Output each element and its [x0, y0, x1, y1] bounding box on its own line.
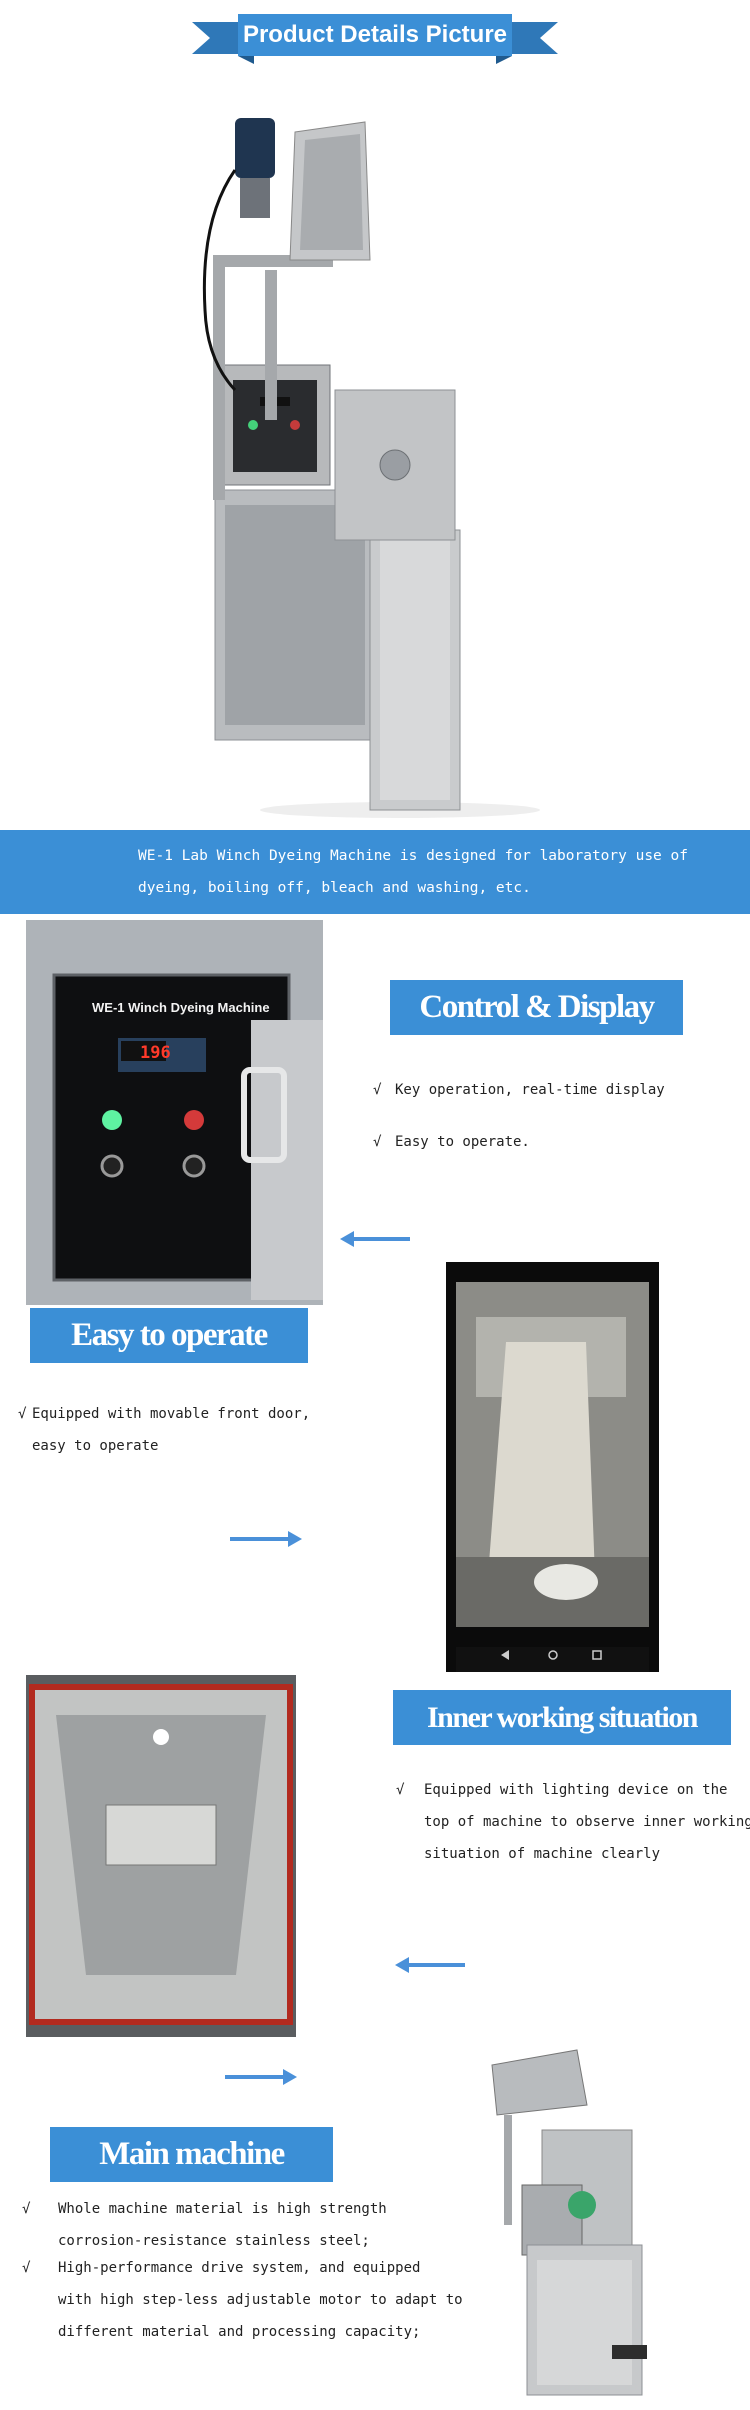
main-line: different material and processing capaci… [58, 2324, 421, 2340]
inner-line: Equipped with lighting device on the [424, 1782, 728, 1798]
check-icon: √ [373, 1082, 382, 1098]
title-ribbon: Product Details Picture [192, 6, 558, 64]
control-panel-photo: WE-1 Winch Dyeing Machine 196 [26, 920, 323, 1305]
arrow-right-icon [230, 1530, 302, 1548]
main-line: High-performance drive system, and equip… [58, 2260, 421, 2276]
easy-item: √ Equipped with movable front door, [18, 1398, 318, 1430]
panel-display: 196 [140, 1043, 171, 1063]
main-line: with high step-less adjustable motor to … [58, 2292, 463, 2308]
intro-banner: WE-1 Lab Winch Dyeing Machine is designe… [0, 830, 750, 914]
control-item-text: Easy to operate. [395, 1134, 530, 1150]
control-item-1: √ Key operation, real-time display [373, 1074, 733, 1106]
inner-film-photo [446, 1262, 659, 1672]
main-line: Whole machine material is high strength [58, 2201, 387, 2217]
intro-text: WE-1 Lab Winch Dyeing Machine is designe… [138, 840, 698, 904]
inner-item: √ Equipped with lighting device on the [396, 1774, 736, 1806]
easy-operate-heading: Easy to operate [30, 1308, 308, 1363]
main-line: corrosion-resistance stainless steel; [58, 2233, 370, 2249]
inner-chamber-photo [26, 1675, 296, 2037]
check-icon: √ [396, 1782, 405, 1798]
control-item-2: √ Easy to operate. [373, 1126, 733, 1158]
page-title: Product Details Picture [238, 14, 512, 56]
check-icon: √ [22, 2260, 31, 2276]
check-icon: √ [22, 2201, 31, 2217]
arrow-left-icon [395, 1956, 467, 1974]
ribbon-tail-left [192, 22, 238, 54]
inner-line: situation of machine clearly [424, 1846, 661, 1862]
control-display-heading: Control & Display [390, 980, 683, 1035]
intro-line: dyeing, boiling off, bleach and washing,… [138, 880, 531, 896]
ribbon-tail-right [512, 22, 558, 54]
panel-label: WE-1 Winch Dyeing Machine [92, 1000, 270, 1015]
main-item-2: √ High-performance drive system, and equ… [22, 2252, 463, 2348]
ribbon-fold-right [496, 56, 512, 64]
control-item-text: Key operation, real-time display [395, 1082, 665, 1098]
inner-working-heading: Inner working situation [393, 1690, 731, 1745]
main-machine-heading: Main machine [50, 2127, 333, 2182]
easy-line: Equipped with movable front door, [32, 1406, 311, 1422]
main-item-1: √ Whole machine material is high strengt… [22, 2193, 402, 2257]
easy-line: easy to operate [32, 1438, 159, 1454]
inner-line: top of machine to observe inner working [424, 1814, 750, 1830]
check-icon: √ [373, 1134, 382, 1150]
main-machine-photo [482, 2045, 657, 2405]
ribbon-fold-left [238, 56, 254, 64]
arrow-left-icon [340, 1230, 412, 1248]
arrow-right-icon [225, 2068, 297, 2086]
intro-line: WE-1 Lab Winch Dyeing Machine is designe… [138, 848, 688, 864]
check-icon: √ [18, 1406, 27, 1422]
machine-photo [195, 110, 565, 820]
